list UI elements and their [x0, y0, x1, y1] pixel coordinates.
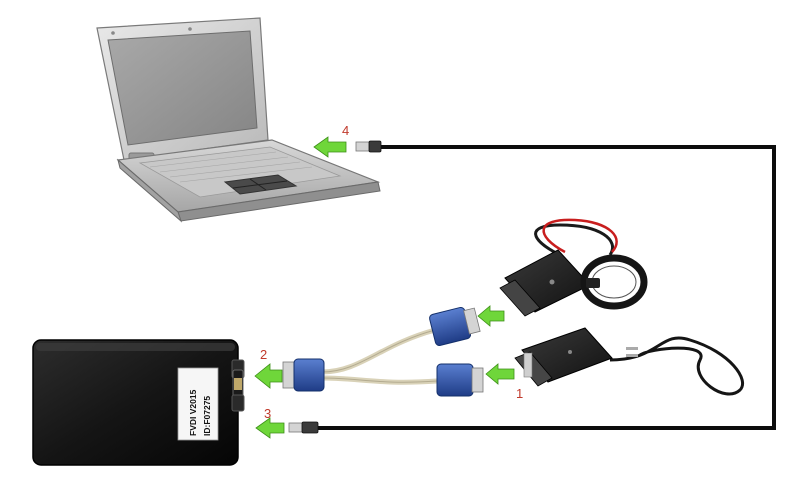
step-number-1: 1 [516, 386, 523, 401]
step-number-2: 2 [260, 347, 267, 362]
step-number-4: 4 [342, 123, 349, 138]
arrow-left-icon [254, 363, 283, 389]
vga-connector-icon [436, 363, 484, 397]
clamp-sensor-icon [499, 218, 648, 317]
device-label-line1: FVDI V2015 [188, 389, 198, 436]
laptop-icon [96, 17, 381, 223]
arrow-left-icon [255, 417, 285, 439]
y-split-cable [319, 327, 440, 385]
device-label [177, 367, 219, 441]
arrow-left-icon [477, 305, 505, 327]
device-label-line2: ID:F07275 [202, 396, 212, 436]
vga-connector-icon [282, 358, 325, 392]
fvdi-device: FVDI V2015 ID:F07275 [32, 339, 245, 466]
power-adapter-icon [514, 327, 744, 396]
arrow-left-icon [485, 363, 515, 385]
step-number-3: 3 [264, 406, 271, 421]
usb-cable [318, 145, 776, 430]
usb-plug-icon [355, 140, 382, 153]
arrow-left-icon [313, 136, 347, 158]
vga-connector-icon [429, 306, 481, 347]
usb-plug-icon [288, 421, 319, 434]
